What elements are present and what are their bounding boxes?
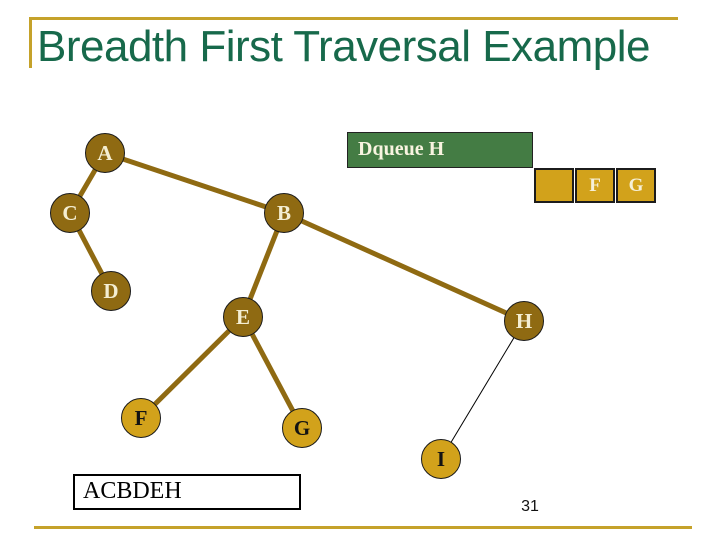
queue-cell-2: G [616, 168, 656, 203]
graph-node-F: F [121, 398, 161, 438]
bottom-accent-line [34, 526, 692, 529]
graph-node-C: C [50, 193, 90, 233]
queue-cell-1: F [575, 168, 615, 203]
slide-title: Breadth First Traversal Example [37, 22, 650, 71]
graph-node-A: A [85, 133, 125, 173]
edge-H-I [440, 320, 525, 460]
edge-A-B [104, 150, 285, 216]
queue-cell-0 [534, 168, 574, 203]
traversal-result-box: ACBDEH [73, 474, 301, 510]
title-accent-bar [29, 17, 32, 68]
edge-B-H [282, 210, 526, 324]
graph-node-E: E [223, 297, 263, 337]
page-number: 31 [521, 498, 539, 515]
graph-node-H: H [504, 301, 544, 341]
graph-node-B: B [264, 193, 304, 233]
edge-E-F [139, 315, 245, 420]
graph-node-D: D [91, 271, 131, 311]
dequeue-banner: Dqueue H [347, 132, 533, 168]
graph-node-G: G [282, 408, 322, 448]
top-accent-line [30, 17, 678, 20]
graph-node-I: I [421, 439, 461, 479]
